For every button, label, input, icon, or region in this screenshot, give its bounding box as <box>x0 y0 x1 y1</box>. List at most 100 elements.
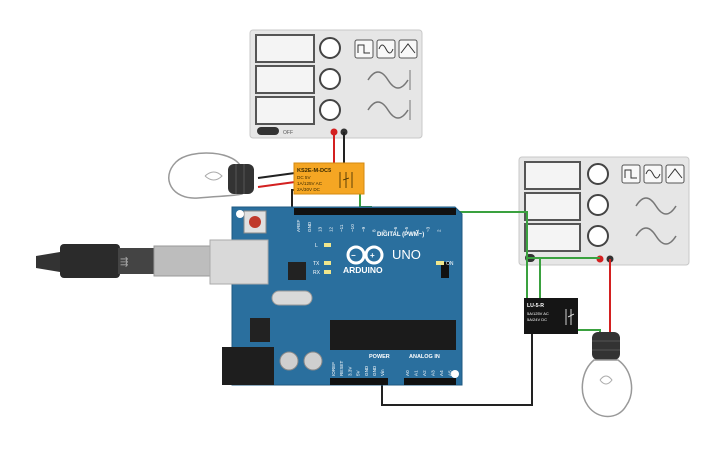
svg-text:TX: TX <box>313 261 320 267</box>
square-wave-button[interactable] <box>621 164 641 184</box>
led-rx <box>324 270 331 274</box>
led-tx <box>324 261 331 265</box>
svg-text:1A/125V AC: 1A/125V AC <box>297 181 323 186</box>
frequency-knob[interactable] <box>587 163 609 185</box>
svg-text:−: − <box>351 251 356 260</box>
function-generator-top[interactable]: OFF <box>249 29 423 139</box>
svg-text:5A/125V AC: 5A/125V AC <box>527 311 549 316</box>
pin-label: 5V <box>356 369 361 376</box>
display-panel <box>524 161 581 252</box>
sine-wave-button[interactable] <box>643 164 663 184</box>
sine-wave-button[interactable] <box>376 39 396 59</box>
amplitude-knob[interactable] <box>587 194 609 216</box>
wire-black[interactable] <box>257 172 296 179</box>
pin-label: 13 <box>318 226 323 232</box>
pin-label: 8 <box>372 229 377 232</box>
pin-label: ~10 <box>350 224 355 232</box>
wire-red[interactable] <box>257 181 296 188</box>
svg-text:L: L <box>315 243 318 249</box>
usb-b-jack[interactable] <box>209 239 269 285</box>
pin-label: RESET <box>339 360 344 376</box>
pin-label: 7 <box>382 229 387 232</box>
digital-pin-labels: AREF GND 13 12 ~11 ~10 ~9 8 7 ~6 ~5 4 ~3 2 <box>296 220 441 232</box>
pin-label: GND <box>364 365 369 376</box>
arduino-logo: − + <box>346 245 384 265</box>
triangle-wave-button[interactable] <box>398 39 418 59</box>
pin-label: ~11 <box>339 224 344 232</box>
mounting-hole <box>236 210 244 218</box>
pin-label: GND <box>307 221 312 232</box>
svg-text:DC 5V: DC 5V <box>297 175 311 180</box>
function-generator-right[interactable] <box>518 156 690 266</box>
icsp-header <box>441 262 449 278</box>
waveform-offset-icon <box>367 100 411 120</box>
voltage-regulator <box>250 318 270 342</box>
svg-text:UNO: UNO <box>392 247 421 262</box>
led-on <box>436 261 444 265</box>
power-jack[interactable] <box>222 347 274 385</box>
light-bulb-left[interactable] <box>168 152 254 199</box>
pin-label: A2 <box>422 370 427 376</box>
pin-label: 4 <box>415 229 420 232</box>
power-toggle[interactable]: OFF <box>257 127 293 136</box>
mounting-hole <box>451 370 459 378</box>
svg-text:LU-5-R: LU-5-R <box>527 303 544 309</box>
svg-text:5A/24V DC: 5A/24V DC <box>527 317 547 322</box>
pin-label: ~9 <box>361 226 366 232</box>
led-l <box>324 243 331 247</box>
svg-text:ON: ON <box>446 261 454 267</box>
crystal-oscillator <box>271 290 313 306</box>
arduino-uno-board[interactable]: L TX RX ON − + ARDUINO UNO DIGITAL (PWM~… <box>209 206 463 386</box>
svg-text:ARDUINO: ARDUINO <box>343 265 383 275</box>
pin-label: AREF <box>296 220 301 232</box>
usb-cable[interactable]: ⇶ <box>36 244 211 278</box>
digital-header[interactable] <box>294 208 456 215</box>
svg-text:KS2E-M-DC5: KS2E-M-DC5 <box>297 168 331 174</box>
relay-pin-diagram <box>565 309 575 325</box>
wire-black[interactable] <box>381 334 533 406</box>
capacitor <box>279 351 299 371</box>
pin-label: A1 <box>414 370 419 376</box>
pin-label: ~5 <box>404 226 409 232</box>
svg-text:POWER: POWER <box>369 354 390 360</box>
pin-label: A4 <box>439 370 444 376</box>
usb-icon: ⇶ <box>120 256 128 268</box>
power-header[interactable] <box>330 378 388 385</box>
svg-text:OFF: OFF <box>283 130 293 136</box>
relay-ks2e[interactable]: KS2E-M-DC5 DC 5V 1A/125V AC 2A/30V DC <box>293 162 365 195</box>
svg-text:DIGITAL (PWM~): DIGITAL (PWM~) <box>377 232 424 238</box>
relay-pin-diagram <box>339 172 353 188</box>
pin-label: 12 <box>328 226 333 232</box>
pin-label: IOREF <box>331 362 336 376</box>
offset-knob[interactable] <box>587 225 609 247</box>
pin-label: A3 <box>431 370 436 376</box>
pin-label: ~6 <box>393 226 398 232</box>
svg-text:RX: RX <box>313 270 321 276</box>
relay-lu5r[interactable]: LU-5-R 5A/125V AC 5A/24V DC <box>524 298 578 334</box>
square-wave-button[interactable] <box>354 39 374 59</box>
atmega-chip <box>330 320 456 350</box>
reset-button[interactable] <box>243 210 267 234</box>
pin-label: A0 <box>405 370 410 376</box>
frequency-knob[interactable] <box>319 37 341 59</box>
pin-label: A5 <box>448 370 453 376</box>
svg-text:+: + <box>370 251 375 260</box>
amplitude-knob[interactable] <box>319 68 341 90</box>
triangle-wave-button[interactable] <box>665 164 685 184</box>
pin-label: 2 <box>436 229 441 232</box>
light-bulb-right[interactable] <box>581 332 633 418</box>
offset-knob[interactable] <box>319 99 341 121</box>
pin-label: 3.3V <box>347 366 352 376</box>
svg-text:ANALOG IN: ANALOG IN <box>409 354 440 360</box>
pin-label: ~3 <box>426 226 431 232</box>
capacitor <box>303 351 323 371</box>
svg-text:2A/30V DC: 2A/30V DC <box>297 187 321 192</box>
waveform-offset-icon <box>635 227 677 245</box>
waveform-amplitude-icon <box>367 70 411 90</box>
pin-label: Vin <box>380 369 385 376</box>
display-panel <box>255 34 315 125</box>
analog-header[interactable] <box>404 378 456 385</box>
pin-label: GND <box>372 365 377 376</box>
